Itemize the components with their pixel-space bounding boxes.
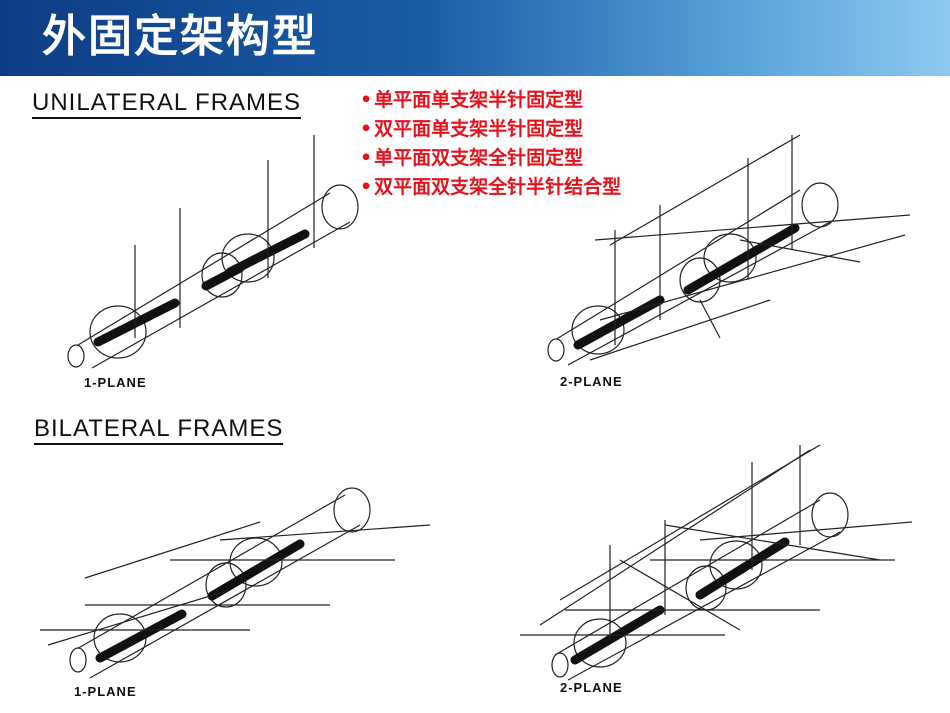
frame-type-list: •单平面单支架半针固定型 •双平面单支架半针固定型 •单平面双支架全针固定型 •…	[360, 86, 621, 202]
heading-bilateral-frames: BILATERAL FRAMES	[34, 416, 284, 445]
title-bar: 外固定架构型	[0, 0, 950, 76]
list-item: •单平面双支架全针固定型	[360, 147, 584, 169]
unilateral-1plane-diagram	[67, 135, 359, 369]
label-unilateral-2plane: 2-PLANE	[560, 374, 623, 389]
label-unilateral-1plane: 1-PLANE	[84, 375, 147, 390]
label-bilateral-1plane: 1-PLANE	[74, 684, 137, 699]
heading-unilateral-frames: UNILATERAL FRAMES	[32, 90, 302, 119]
unilateral-2plane-diagram	[547, 134, 911, 366]
list-item: •单平面单支架半针固定型	[360, 89, 584, 111]
bilateral-1plane-diagram	[40, 487, 431, 679]
list-item: •双平面单支架半针固定型	[360, 118, 584, 140]
slide-title: 外固定架构型	[42, 11, 318, 62]
label-bilateral-2plane: 2-PLANE	[560, 680, 623, 695]
list-item: •双平面双支架全针半针结合型	[360, 176, 622, 198]
bilateral-2plane-diagram	[520, 444, 913, 681]
